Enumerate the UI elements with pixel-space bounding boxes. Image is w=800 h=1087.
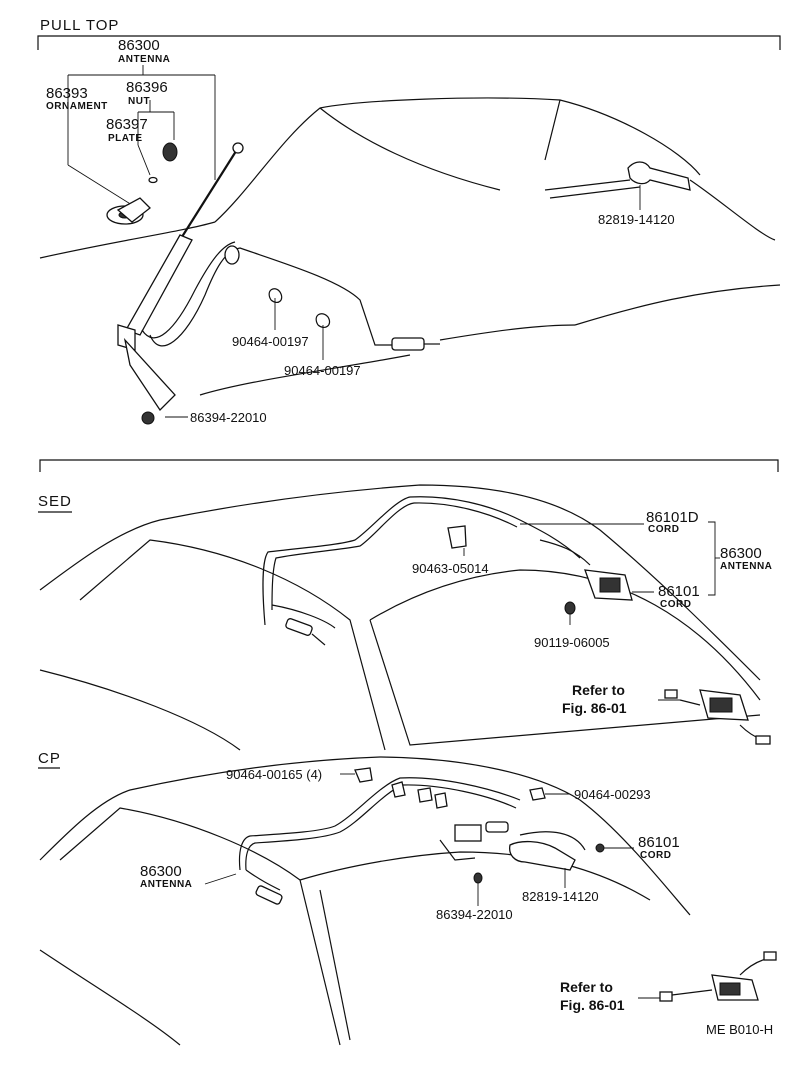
part-number-90463: 90463-05014 [412, 561, 489, 576]
sed-frame [38, 459, 779, 513]
sed-leaders [520, 521, 720, 596]
pull-top-body [39, 97, 781, 396]
part-name-cord-cp: CORD [640, 850, 672, 861]
section-title-pull-top: PULL TOP [40, 17, 120, 34]
section-title-sed: SED [38, 493, 72, 510]
part-name-ornament: ORNAMENT [46, 101, 108, 112]
refer-to-label-sed: Refer to [572, 682, 625, 698]
pull-top-frame [37, 35, 781, 50]
part-name-antenna-sed: ANTENNA [720, 561, 773, 572]
pull-top-antenna [106, 142, 691, 425]
cp-cord-assembly [238, 767, 605, 906]
part-number-90464-00165: 90464-00165 (4) [226, 767, 323, 782]
part-number-90464-b: 90464-00197 [284, 363, 361, 378]
part-name-antenna-cp: ANTENNA [140, 879, 193, 890]
part-number-86101-cp: 86101 [638, 834, 680, 851]
sed-cord-assembly [262, 496, 633, 646]
part-name-cord-86101-sed: CORD [660, 599, 692, 610]
part-number-86394-cp: 86394-22010 [436, 907, 513, 922]
part-number-86393: 86393 [46, 85, 88, 102]
part-number-86397: 86397 [106, 116, 148, 133]
cp-refer-amp [638, 951, 777, 1002]
refer-to-label-cp: Refer to [560, 979, 613, 995]
part-number-86396: 86396 [126, 79, 168, 96]
part-name-plate: PLATE [108, 133, 143, 144]
part-name-cord-86101d: CORD [648, 524, 680, 535]
part-number-86300-cp: 86300 [140, 863, 182, 880]
part-name-antenna-pull-top: ANTENNA [118, 54, 171, 65]
fig-reference-cp[interactable]: Fig. 86-01 [560, 997, 625, 1013]
cp-body [39, 756, 691, 1046]
part-number-86394-pull-top: 86394-22010 [190, 410, 267, 425]
part-number-82819-cp: 82819-14120 [522, 889, 599, 904]
pull-top-leaders [67, 65, 641, 418]
part-number-86300-pull-top: 86300 [118, 37, 160, 54]
part-number-90119: 90119-06005 [534, 635, 610, 650]
sed-refer-amp [658, 689, 771, 745]
figure-code: ME B010-H [706, 1022, 774, 1037]
cp-leaders [204, 773, 634, 888]
fig-reference-sed[interactable]: Fig. 86-01 [562, 700, 627, 716]
part-number-86300-sed: 86300 [720, 545, 762, 562]
sed-body [39, 484, 761, 751]
section-title-cp: CP [38, 750, 61, 767]
part-number-82819-pull-top: 82819-14120 [598, 212, 675, 227]
part-number-86101d: 86101D [646, 509, 699, 526]
part-number-90464-00293: 90464-00293 [574, 787, 651, 802]
part-number-90464-a: 90464-00197 [232, 334, 309, 349]
part-number-86101-sed: 86101 [658, 583, 700, 600]
part-name-nut: NUT [128, 96, 151, 107]
